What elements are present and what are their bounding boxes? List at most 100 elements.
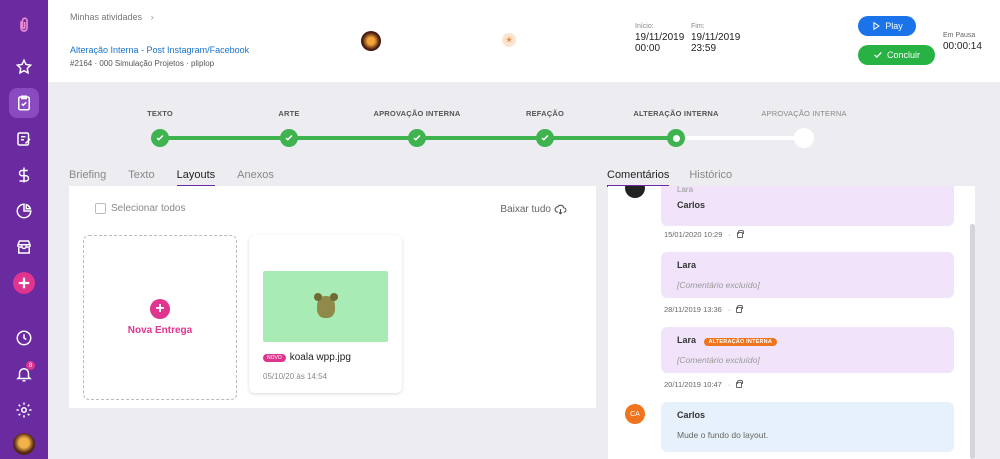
- comment-bubble: Lara ALTERAÇÃO INTERNA [Comentário exclu…: [661, 327, 954, 373]
- gear-icon[interactable]: [9, 395, 39, 425]
- select-all-label: Selecionar todos: [111, 203, 186, 214]
- pause-label: Em Pausa: [943, 32, 976, 39]
- comment-bubble: Lara Carlos: [661, 186, 954, 226]
- step-pending-icon[interactable]: [794, 128, 814, 148]
- bell-icon[interactable]: 8: [9, 359, 39, 389]
- comment-meta: 20/11/2019 10:47·: [664, 379, 744, 389]
- paperclip-logo-icon[interactable]: [9, 10, 39, 40]
- step-done-icon[interactable]: [536, 129, 554, 147]
- step-label: TEXTO: [147, 109, 173, 118]
- status-tag: ALTERAÇÃO INTERNA: [703, 338, 778, 346]
- comment-author: Carlos: [677, 200, 706, 210]
- comment-meta: 15/01/2020 10:29·: [664, 229, 744, 239]
- step-label: REFAÇÃO: [525, 109, 565, 118]
- select-all-checkbox[interactable]: [95, 203, 106, 214]
- play-icon: [873, 21, 881, 31]
- quoted-author: Lara: [677, 186, 694, 194]
- comment-avatar: [625, 186, 645, 198]
- comments-scrollbar[interactable]: [970, 224, 975, 459]
- edit-note-icon[interactable]: [9, 124, 39, 154]
- file-thumbnail[interactable]: [263, 271, 388, 342]
- comment-bubble: Lara [Comentário excluído]: [661, 252, 954, 298]
- file-date: 05/10/20 às 14:54: [263, 372, 328, 381]
- new-delivery-label: Nova Entrega: [127, 325, 193, 336]
- task-header: Minhas atividades › Alteração Interna - …: [48, 0, 1000, 82]
- start-time: 00:00: [635, 43, 661, 54]
- tab-comentarios[interactable]: Comentários: [607, 169, 670, 187]
- tab-briefing[interactable]: Briefing: [69, 169, 107, 181]
- user-avatar[interactable]: [13, 433, 35, 455]
- step-done-icon[interactable]: [408, 129, 426, 147]
- play-button[interactable]: Play: [858, 16, 916, 36]
- notification-badge: 8: [26, 361, 35, 370]
- file-card[interactable]: NOVO koala wpp.jpg 05/10/20 às 14:54: [249, 235, 402, 393]
- koala-image: [313, 292, 338, 318]
- step-label: APROVAÇÃO INTERNA: [761, 109, 847, 118]
- task-title[interactable]: Alteração Interna - Post Instagram/Faceb…: [70, 45, 250, 55]
- download-all-label: Baixar tudo: [500, 204, 551, 215]
- end-date: 19/11/2019: [691, 32, 741, 43]
- comment-meta: 28/11/2019 13:36·: [664, 304, 744, 314]
- pause-timer: 00:00:14: [943, 41, 982, 52]
- clipboard-check-icon[interactable]: [9, 88, 39, 118]
- comment-author: Lara: [677, 260, 697, 270]
- tab-layouts[interactable]: Layouts: [176, 169, 216, 187]
- lock-icon: [736, 379, 744, 388]
- sidebar: 8: [0, 0, 48, 459]
- step-label: ARTE: [278, 109, 300, 118]
- task-meta: #2164 · 000 Simulação Projetos · pliplop: [70, 59, 215, 68]
- lock-icon: [736, 229, 744, 238]
- content-tabs: Briefing Texto Layouts Anexos: [69, 169, 274, 187]
- workflow-stepper: TEXTO ARTE APROVAÇÃO INTERNA REFAÇÃO ALT…: [48, 95, 1000, 155]
- layouts-panel: Selecionar todos Baixar tudo + Nova Entr…: [69, 186, 596, 408]
- pie-chart-icon[interactable]: [9, 196, 39, 226]
- breadcrumb[interactable]: Minhas atividades ›: [70, 12, 154, 22]
- step-done-icon[interactable]: [280, 129, 298, 147]
- plus-icon: +: [150, 299, 170, 319]
- file-name[interactable]: koala wpp.jpg: [289, 352, 351, 363]
- lock-icon: [736, 304, 744, 313]
- check-icon: [874, 52, 882, 58]
- comment-text: [Comentário excluído]: [677, 355, 760, 365]
- comment-date: 20/11/2019 10:47: [664, 380, 722, 389]
- select-all[interactable]: Selecionar todos: [95, 203, 186, 214]
- comment-bubble: Carlos Mude o fundo do layout.: [661, 402, 954, 452]
- assignee-avatar[interactable]: [361, 31, 381, 51]
- comment-avatar: CA: [625, 404, 645, 424]
- new-badge: NOVO: [263, 353, 286, 362]
- dollar-icon[interactable]: [9, 160, 39, 190]
- file-name-row: NOVO koala wpp.jpg: [263, 352, 351, 363]
- breadcrumb-item[interactable]: Minhas atividades: [70, 12, 143, 22]
- comments-panel: Lara Carlos 15/01/2020 10:29· Lara [Come…: [608, 186, 975, 459]
- new-delivery-button[interactable]: + Nova Entrega: [83, 235, 237, 400]
- tab-texto[interactable]: Texto: [128, 169, 155, 181]
- tab-anexos[interactable]: Anexos: [237, 169, 274, 181]
- star-icon[interactable]: [9, 52, 39, 82]
- clock-icon[interactable]: [9, 323, 39, 353]
- comments-tabs: Comentários Histórico: [607, 169, 732, 187]
- start-label: Início:: [635, 23, 654, 30]
- conclude-button[interactable]: Concluir: [858, 45, 935, 65]
- start-date: 19/11/2019: [635, 32, 685, 43]
- step-done-icon[interactable]: [151, 129, 169, 147]
- comment-date: 15/01/2020 10:29: [664, 230, 723, 239]
- conclude-label: Concluir: [886, 50, 920, 60]
- cloud-download-icon: [554, 204, 567, 215]
- chevron-right-icon: ›: [150, 12, 154, 22]
- comment-author: Lara: [677, 335, 697, 345]
- comment-text: Mude o fundo do layout.: [677, 430, 769, 440]
- step-current-icon[interactable]: [667, 129, 685, 147]
- add-circle-icon[interactable]: [9, 268, 39, 298]
- sun-avatar-icon[interactable]: ☀: [502, 33, 516, 47]
- end-label: Fim:: [691, 23, 705, 30]
- download-all-button[interactable]: Baixar tudo: [500, 203, 567, 216]
- stepper-pending-line: [676, 136, 804, 140]
- store-icon[interactable]: [9, 232, 39, 262]
- tab-historico[interactable]: Histórico: [689, 169, 733, 181]
- comment-author: Carlos: [677, 410, 706, 420]
- end-time: 23:59: [691, 43, 717, 54]
- step-label: ALTERAÇÃO INTERNA: [633, 109, 719, 118]
- play-label: Play: [885, 21, 903, 31]
- step-label: APROVAÇÃO INTERNA: [373, 109, 461, 118]
- comment-text: [Comentário excluído]: [677, 280, 760, 290]
